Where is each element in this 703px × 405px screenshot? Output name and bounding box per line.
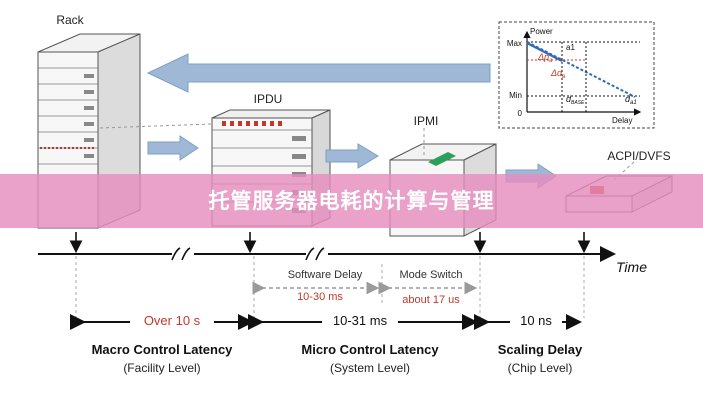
- title-banner: [0, 174, 703, 228]
- inset-delta-pa: Δpa: [537, 52, 553, 64]
- inset-delta-da: Δda: [550, 68, 566, 80]
- software-delay-time: 10-30 ms: [297, 291, 343, 303]
- acpi-label: ACPI/DVFS: [607, 149, 670, 163]
- inset-da1-label: da1: [625, 94, 637, 106]
- software-delay-label: Software Delay: [288, 269, 363, 281]
- macro-time: Over 10 s: [144, 313, 201, 328]
- inset-power-label: Power: [530, 27, 553, 36]
- inset-a1-label: a1: [566, 43, 575, 52]
- banner-title: 托管服务器电耗的计算与管理: [208, 189, 495, 213]
- inset-delay-label: Delay: [612, 116, 632, 125]
- micro-sub: (System Level): [330, 361, 410, 375]
- feedback-arrow: [146, 53, 491, 93]
- scaling-time-bg: [510, 311, 562, 327]
- micro-time: 10-31 ms: [333, 313, 388, 328]
- inset-max-label: Max: [507, 39, 522, 48]
- ipdu-to-ipmi-arrow: [325, 143, 379, 169]
- timeline-break-1: [171, 247, 191, 261]
- macro-time-bg: [130, 311, 214, 327]
- scaling-time: 10 ns: [520, 313, 552, 328]
- inset-min-label: Min: [509, 91, 522, 100]
- macro-title: Macro Control Latency: [92, 342, 234, 357]
- inset-dbase-label: dBASE: [566, 94, 585, 106]
- time-axis-label: Time: [616, 259, 647, 275]
- micro-time-bg: [322, 311, 398, 327]
- ipdu-label: IPDU: [254, 92, 283, 106]
- rack-to-ipdu-arrow: [147, 135, 199, 161]
- macro-sub: (Facility Level): [123, 361, 200, 375]
- timeline-break-2: [305, 247, 325, 261]
- micro-title: Micro Control Latency: [301, 342, 439, 357]
- mode-switch-label: Mode Switch: [400, 269, 463, 281]
- rack-label: Rack: [56, 13, 84, 27]
- inset-slope-solid: [526, 42, 563, 62]
- power-delay-inset: Power Max Min 0 Delay a1 Δpa Δda dBASE d…: [498, 21, 655, 129]
- timeline: [38, 232, 616, 318]
- mode-switch-time: about 17 us: [402, 294, 460, 306]
- inset-frame: [498, 21, 655, 129]
- inset-zero-label: 0: [518, 109, 523, 118]
- ipmi-label: IPMI: [414, 114, 439, 128]
- scaling-title: Scaling Delay: [498, 342, 583, 357]
- scaling-sub: (Chip Level): [508, 361, 573, 375]
- rack-ipdu-connector: [99, 123, 213, 129]
